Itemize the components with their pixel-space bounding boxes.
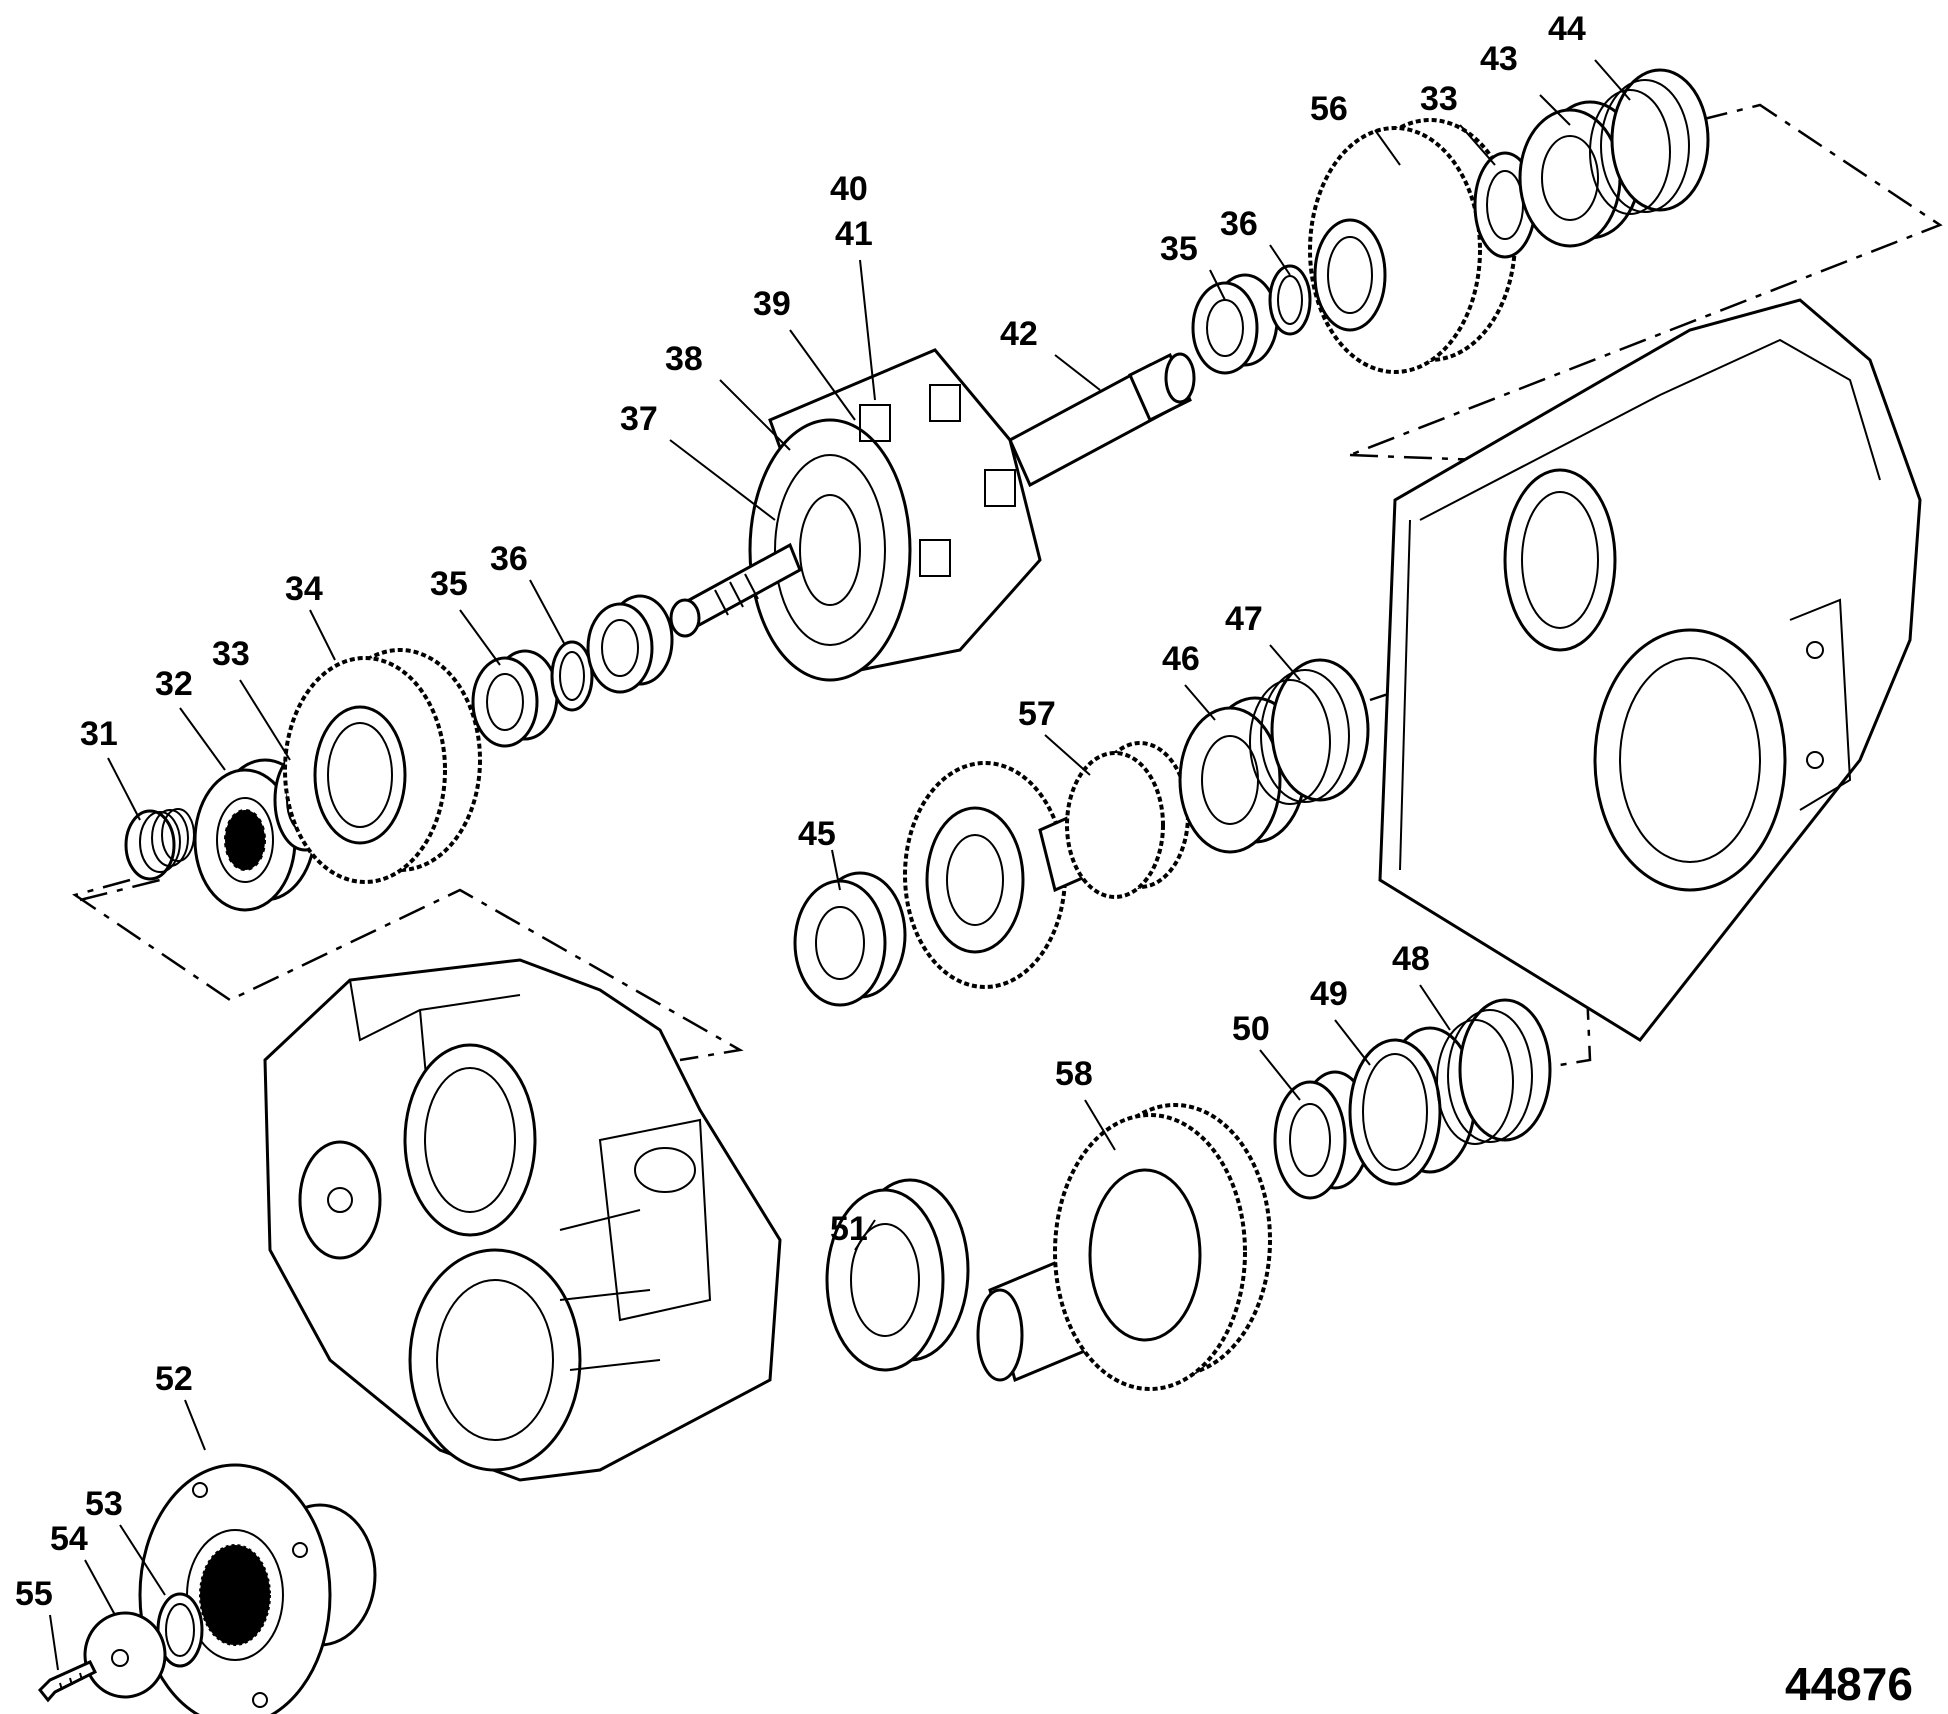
callout-48: 48 bbox=[1392, 940, 1430, 978]
leader-lines bbox=[49, 59, 1631, 1671]
part-58-gear-shaft bbox=[976, 1103, 1272, 1391]
output-flange-assembly bbox=[37, 1463, 377, 1714]
callout-55: 55 bbox=[15, 1575, 53, 1613]
callout-58: 58 bbox=[1055, 1055, 1093, 1093]
middle-shaft-assembly bbox=[793, 658, 1370, 1007]
callout-38: 38 bbox=[665, 340, 703, 378]
part-34-gear bbox=[283, 648, 482, 884]
callout-46: 46 bbox=[1162, 640, 1200, 678]
callout-57: 57 bbox=[1018, 695, 1056, 733]
callout-39: 39 bbox=[753, 285, 791, 323]
callout-42: 42 bbox=[1000, 315, 1038, 353]
part-51-bearing bbox=[825, 1178, 970, 1372]
callout-50: 50 bbox=[1232, 1010, 1270, 1048]
callout-54: 54 bbox=[50, 1520, 88, 1558]
part-56-gear bbox=[1308, 118, 1517, 374]
callout-labels: 31 32 33 34 35 36 37 38 39 40 41 42 35 3… bbox=[15, 10, 1586, 1613]
callout-52: 52 bbox=[155, 1360, 193, 1398]
lower-shaft-assembly bbox=[825, 998, 1552, 1391]
needle-bearing bbox=[586, 594, 674, 694]
callout-34: 34 bbox=[285, 570, 323, 608]
part-42-main-shaft bbox=[1008, 352, 1196, 488]
part-49-bearing-race bbox=[1348, 1026, 1477, 1186]
callout-33b: 33 bbox=[1420, 80, 1458, 118]
part-55-bolt bbox=[37, 1660, 98, 1703]
callout-35: 35 bbox=[430, 565, 468, 603]
part-45-bearing bbox=[793, 871, 907, 1007]
callout-45: 45 bbox=[798, 815, 836, 853]
part-37-shaft-stub bbox=[669, 542, 802, 638]
callout-41: 41 bbox=[835, 215, 873, 253]
callout-37: 37 bbox=[620, 400, 658, 438]
callout-32: 32 bbox=[155, 665, 193, 703]
callout-36b: 36 bbox=[1220, 205, 1258, 243]
callout-36: 36 bbox=[490, 540, 528, 578]
part-36-ring bbox=[550, 640, 594, 712]
rear-gear-housing bbox=[1378, 298, 1922, 1042]
callout-51: 51 bbox=[830, 1210, 868, 1248]
callout-35b: 35 bbox=[1160, 230, 1198, 268]
part-47-bearing-cup bbox=[1249, 658, 1370, 805]
part-48-bearing-cup bbox=[1436, 998, 1552, 1145]
callout-53: 53 bbox=[85, 1485, 123, 1523]
part-35-needle-bearing-upper bbox=[1191, 273, 1279, 375]
upper-shaft-assembly bbox=[124, 68, 1710, 912]
part-35-needle-bearing bbox=[471, 649, 559, 748]
callout-43: 43 bbox=[1480, 40, 1518, 78]
callout-47: 47 bbox=[1225, 600, 1263, 638]
callout-40: 40 bbox=[830, 170, 868, 208]
callout-56: 56 bbox=[1310, 90, 1348, 128]
figure-number: 44876 bbox=[1785, 1658, 1913, 1710]
callout-49: 49 bbox=[1310, 975, 1348, 1013]
part-57-gear-shaft bbox=[903, 741, 1190, 989]
part-31-spring bbox=[124, 808, 195, 881]
front-gear-housing bbox=[263, 958, 782, 1482]
callout-33: 33 bbox=[212, 635, 250, 673]
part-44-bearing-cup bbox=[1589, 68, 1710, 215]
part-52-output-flange bbox=[138, 1463, 377, 1714]
part-36-ring-upper bbox=[1268, 264, 1312, 336]
callout-31: 31 bbox=[80, 715, 118, 753]
callout-44: 44 bbox=[1548, 10, 1586, 48]
part-54-washer bbox=[83, 1611, 167, 1699]
part-38-clutch-housing bbox=[748, 348, 1042, 682]
